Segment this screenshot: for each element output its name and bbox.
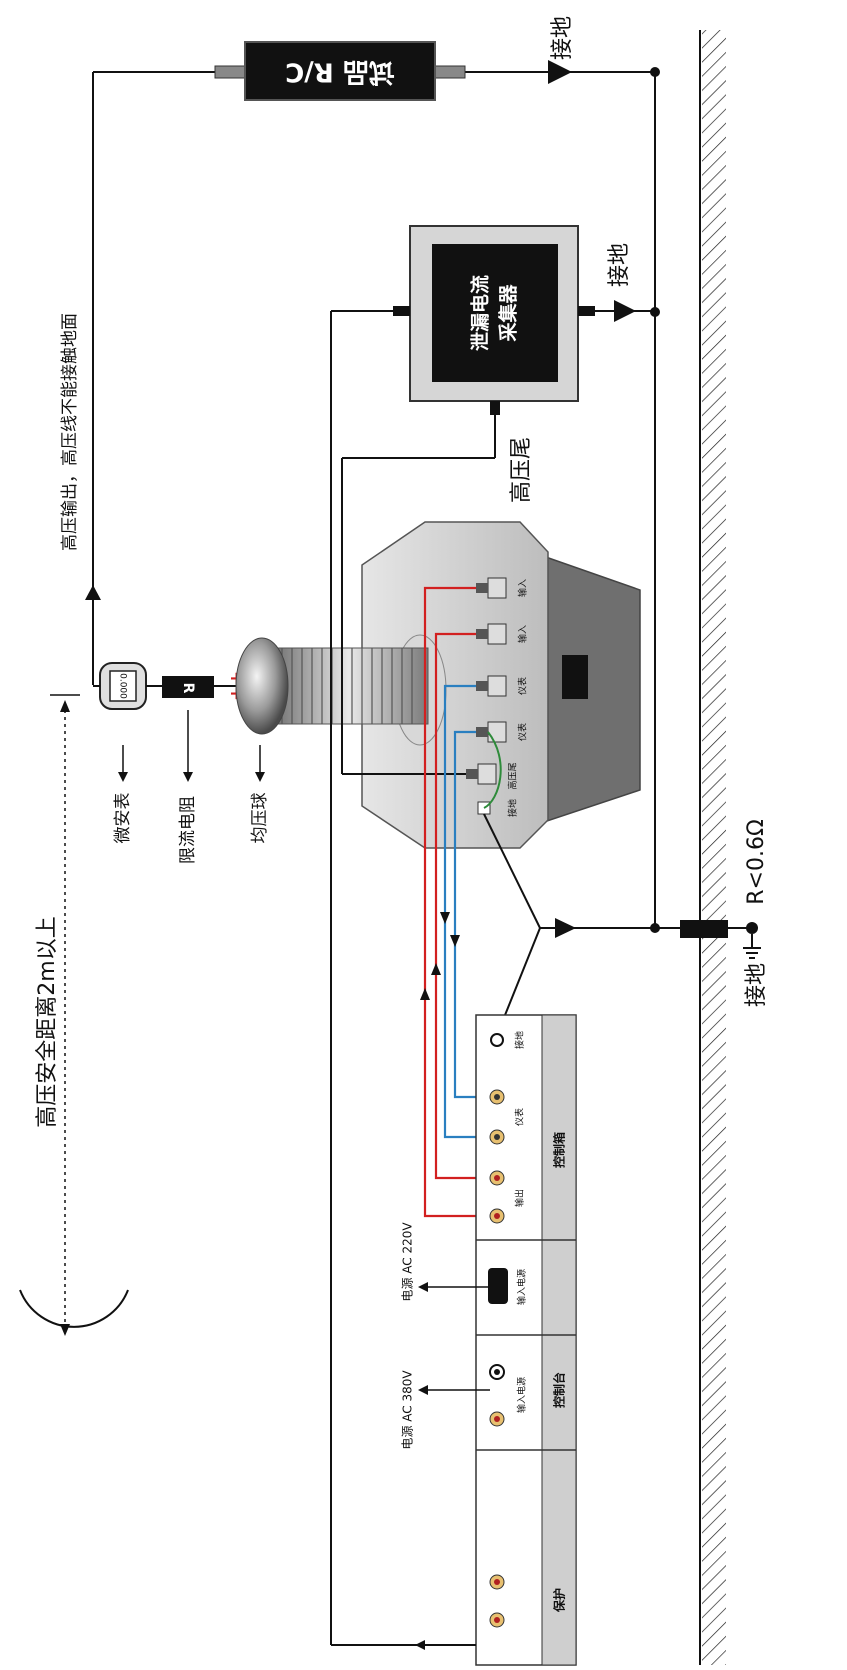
safety-distance-label: 高压安全距离2m以上 xyxy=(35,916,60,1127)
hv-flow-arrow xyxy=(85,585,101,600)
power-380-label: 电源 AC 380V xyxy=(401,1370,415,1450)
ground-plane xyxy=(699,30,726,1665)
terminal-meter-1 xyxy=(476,675,507,697)
ground-electrode xyxy=(680,920,728,938)
resistance-spec: R<0.6Ω xyxy=(744,819,769,905)
terminal-input-1 xyxy=(476,577,507,599)
safety-distance-marker xyxy=(19,694,129,1336)
meter-reading: 0.000 xyxy=(118,673,128,699)
ground-arrow-collector xyxy=(614,300,636,322)
input-220-label: 输入电源 xyxy=(516,1269,528,1305)
hv-tail-label: 高压尾 xyxy=(509,437,534,503)
terminal-label-meter-1: 仪表 xyxy=(517,677,529,695)
control-box-jacks xyxy=(489,1033,505,1224)
hv-output-label: 高压输出，高压线不能接触地面 xyxy=(60,313,80,551)
transformer-coil xyxy=(269,647,429,725)
microammeter-label: 微安表 xyxy=(113,793,133,844)
terminal-label-ground: 接地 xyxy=(507,799,519,817)
terminal-hv-tail xyxy=(466,763,497,785)
green-wire xyxy=(483,731,502,809)
terminal-input-2 xyxy=(476,623,507,645)
terminal-label-hv-tail: 高压尾 xyxy=(507,762,519,789)
protect-title: 保护 xyxy=(552,1588,567,1613)
pressure-ball xyxy=(235,637,289,735)
power-220-label: 电源 AC 220V xyxy=(401,1222,415,1302)
test-object xyxy=(214,41,466,101)
input-380-label: 输入电源 xyxy=(516,1377,528,1413)
red-wires xyxy=(423,586,497,1218)
meter-jacks-label: 仪表 xyxy=(514,1108,526,1126)
leakage-collector xyxy=(393,225,595,415)
current-limit-resistor xyxy=(162,676,214,698)
terminal-label-input-1: 输入 xyxy=(517,579,529,597)
collector-line2: 采集器 xyxy=(497,284,520,342)
control-desk-title: 控制台 xyxy=(552,1372,567,1408)
control-console xyxy=(475,1014,577,1666)
output-label: 输出 xyxy=(514,1189,526,1207)
console-ground-label: 接地 xyxy=(514,1031,526,1049)
current-resistor-label: 限流电阻 xyxy=(178,796,198,864)
chain-label-arrows xyxy=(122,710,261,778)
terminal-label-meter-2: 仪表 xyxy=(517,723,529,741)
ground-bottom-label: 接地 xyxy=(744,963,769,1007)
ground-top-label: 接地 xyxy=(550,16,575,60)
ground-arrow-top xyxy=(548,60,572,84)
microammeter xyxy=(99,662,147,710)
input-220-socket xyxy=(488,1268,508,1304)
terminal-label-input-2: 输入 xyxy=(517,625,529,643)
collector-wiring xyxy=(330,310,655,1645)
earth-symbol xyxy=(743,934,761,959)
input-380-jacks xyxy=(489,1364,505,1427)
protect-jacks xyxy=(489,1574,505,1628)
pressure-ball-label: 均压球 xyxy=(250,793,270,844)
ground-collector-label: 接地 xyxy=(607,243,632,287)
test-object-label: 试品 R/C xyxy=(285,57,395,87)
ground-arrow-bottom xyxy=(555,918,576,938)
resistor-symbol: R xyxy=(180,683,196,694)
control-box-title: 控制箱 xyxy=(552,1132,567,1168)
ground-bus xyxy=(650,67,700,933)
collector-line1: 泄漏电流 xyxy=(469,275,492,351)
